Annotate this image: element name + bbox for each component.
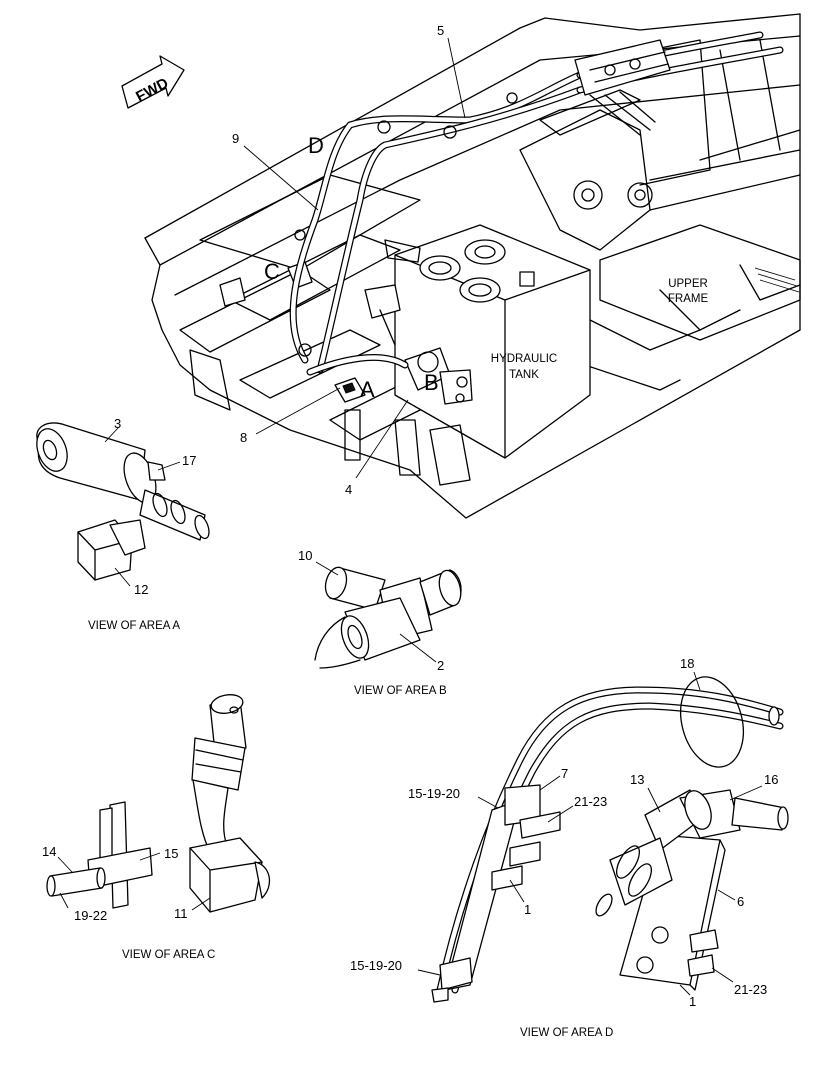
callout-16: 16 [764,772,778,787]
callout-19-22: 19-22 [74,908,107,923]
callout-21-23-upper: 21-23 [574,794,607,809]
caption-area-c: VIEW OF AREA C [122,949,215,961]
callout-15-19-20-upper: 15-19-20 [408,786,460,801]
callout-9: 9 [232,131,239,146]
fwd-direction-arrow: FWD [121,55,185,109]
callout-8: 8 [240,430,247,445]
caption-area-d: VIEW OF AREA D [520,1027,613,1039]
callout-13: 13 [630,772,644,787]
caption-area-b: VIEW OF AREA B [354,685,447,697]
callout-14: 14 [42,844,56,859]
caption-area-a: VIEW OF AREA A [88,620,180,632]
hydraulic-tank-label-line-2: TANK [509,369,539,381]
callout-12: 12 [134,582,148,597]
view-area-d [431,676,789,1003]
view-area-b [314,566,462,669]
upper-frame-label-line-2: FRAME [668,293,709,305]
callout-2: 2 [437,658,444,673]
area-marker-b: B [424,370,439,395]
view-area-a [36,422,210,581]
callout-1-upper: 1 [524,902,531,917]
callout-11: 11 [174,906,188,921]
callout-18: 18 [680,656,694,671]
callout-7: 7 [561,766,568,781]
callout-6: 6 [737,894,744,909]
callout-17: 17 [182,453,196,468]
area-marker-a: A [360,377,375,402]
callout-4: 4 [345,482,352,497]
callout-1-lower: 1 [689,994,696,1009]
upper-frame-assembly [144,13,801,519]
callout-21-23-lower: 21-23 [734,982,767,997]
callout-5: 5 [437,23,444,38]
area-marker-c: C [264,259,280,284]
hydraulic-tank-label-line-1: HYDRAULIC [491,353,557,365]
callout-15: 15 [164,846,178,861]
area-marker-d: D [308,133,324,158]
upper-frame-label-line-1: UPPER [668,278,708,290]
view-area-c [46,694,271,913]
callout-3: 3 [114,416,121,431]
callout-10: 10 [298,548,312,563]
callout-15-19-20-lower: 15-19-20 [350,958,402,973]
